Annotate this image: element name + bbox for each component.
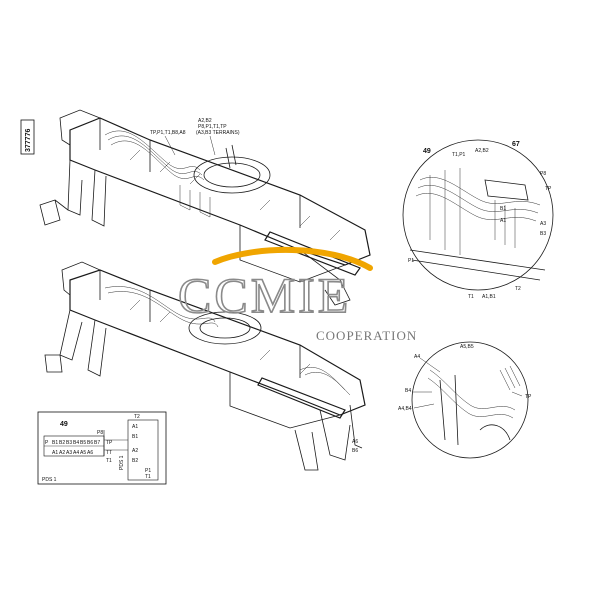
label-detail-bottom-2: B4 (405, 388, 411, 394)
schem-bl-5: P1 (145, 468, 151, 474)
schem-r2-3: A4 (73, 450, 79, 456)
schem-rc-2: TT (106, 450, 112, 456)
schem-r2-5: A6 (87, 450, 93, 456)
doc-number-box: 377776 (20, 119, 35, 155)
schem-r1-5: B5 (80, 440, 86, 446)
schem-bl-1: A1 (132, 424, 138, 430)
schem-r2-2: A3 (66, 450, 72, 456)
callout-49-top: 49 (423, 148, 431, 155)
watermark-swoosh (212, 246, 373, 271)
schem-r1-0: P (45, 440, 49, 446)
label-detail-top-11: B3 (540, 231, 546, 237)
detail-circle-top: 49 67 T1,P1 A2,B2 P8 B1 A1 TP P1 T1 A1,B… (402, 139, 554, 300)
schem-r2-0: A1 (52, 450, 58, 456)
schem-r1-6: B6 (87, 440, 93, 446)
label-upper-3: (A3,B3 TERRAINS) (196, 130, 240, 136)
label-upper-0: TP,P1,T1,B8,A8 (150, 130, 186, 136)
schem-r1-4: B4 (73, 440, 79, 446)
schem-r1-1: B1 (52, 440, 58, 446)
lower-machine-view: A6 B6 (44, 261, 366, 471)
label-detail-top-6: P1 (408, 258, 414, 264)
label-detail-bottom-0: A5,B5 (460, 344, 474, 350)
schem-footer: PDS 1 (42, 477, 57, 483)
schematic-callout: 49 (60, 421, 68, 428)
label-detail-top-3: B1 (500, 206, 506, 212)
label-detail-top-10: A3 (540, 221, 546, 227)
watermark-logo: CCMIE COOPERATION (177, 246, 417, 343)
schem-r1-2: B2 (59, 440, 65, 446)
label-detail-top-0: T1,P1 (452, 152, 466, 158)
doc-number: 377776 (25, 129, 32, 152)
label-detail-top-5: TP (545, 186, 552, 192)
label-detail-top-4: A1 (500, 218, 506, 224)
schem-rc-1: TP (106, 440, 113, 446)
schem-bl-3: A2 (132, 448, 138, 454)
schem-r1-3: B3 (66, 440, 72, 446)
label-detail-top-2: P8 (540, 171, 546, 177)
callout-67: 67 (512, 141, 520, 148)
schem-r2-1: A2 (59, 450, 65, 456)
schem-bl-2: B1 (132, 434, 138, 440)
watermark-brand: CCMIE (178, 267, 351, 323)
label-detail-top-8: A1,B1 (482, 294, 496, 300)
upper-machine-view: TP,P1,T1,B8,A8 A2,B2 P8,P1,T1,TP (A3,B3 … (39, 109, 371, 306)
schem-rc-0: P8 (97, 430, 103, 436)
label-detail-top-9: T2 (515, 286, 521, 292)
label-detail-bottom-1: A4 (414, 354, 420, 360)
detail-circle-bottom: A5,B5 A4 B4 A4,B4 TP (398, 341, 532, 459)
label-lower-0: A6 (352, 439, 358, 445)
schem-r2-4: A5 (80, 450, 86, 456)
label-detail-bottom-4: TP (525, 394, 532, 400)
schem-r1-7: B7 (94, 440, 100, 446)
label-detail-top-1: A2,B2 (475, 148, 489, 154)
schem-vertical-label: PDS 1 (119, 455, 125, 470)
label-lower-1: B6 (352, 448, 358, 454)
label-detail-bottom-3: A4,B4 (398, 406, 412, 412)
schem-bl-4: B2 (132, 458, 138, 464)
watermark-sub: COOPERATION (316, 328, 417, 343)
schem-rc-3: T1 (106, 458, 112, 464)
schem-bl-0: T2 (134, 414, 140, 420)
label-upper-2: P8,P1,T1,TP (198, 124, 227, 130)
schem-bl-6: T1 (145, 474, 151, 480)
schematic-block: 49 P B1 B2 B3 B4 B5 B6 B7 A1 A2 A3 A4 A5… (37, 411, 167, 485)
label-upper-1: A2,B2 (198, 118, 212, 124)
label-detail-top-7: T1 (468, 294, 474, 300)
